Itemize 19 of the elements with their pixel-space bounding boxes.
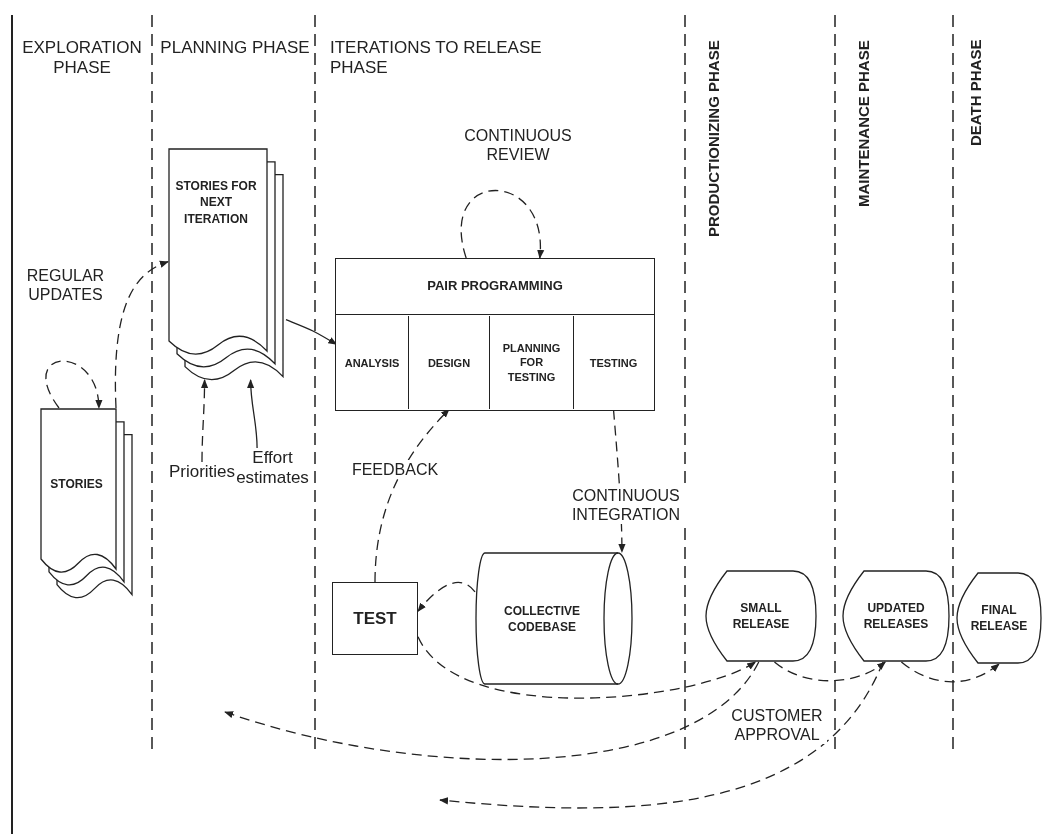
node-label: PLANNING FOR TESTING	[501, 340, 562, 385]
phase-heading: MAINTENANCE PHASE	[855, 40, 873, 209]
process-box	[332, 582, 418, 655]
panel-heading: PAIR PROGRAMMING	[336, 259, 654, 315]
node-label: COLLECTIVE CODEBASE	[503, 602, 581, 635]
process-panel	[335, 258, 655, 411]
node-label: FINAL RELEASE	[969, 601, 1029, 635]
phase-heading: EXPLORATION PHASE	[21, 38, 143, 79]
node-label: TEST	[352, 607, 398, 630]
annotation-text: Effort estimates	[234, 448, 311, 504]
node-label: UPDATED RELEASES	[862, 599, 930, 633]
node-label: TESTING	[588, 355, 639, 370]
phase-heading: PRODUCTIONIZING PHASE	[705, 40, 723, 239]
phase-heading: PLANNING PHASE	[160, 38, 310, 59]
phase-heading: ITERATIONS TO RELEASE PHASE	[329, 38, 543, 79]
node-label: ANALYSIS	[343, 355, 401, 370]
node-label: SMALL RELEASE	[731, 599, 791, 633]
phase-heading: DEATH PHASE	[967, 40, 985, 149]
node-label: DESIGN	[426, 355, 472, 370]
